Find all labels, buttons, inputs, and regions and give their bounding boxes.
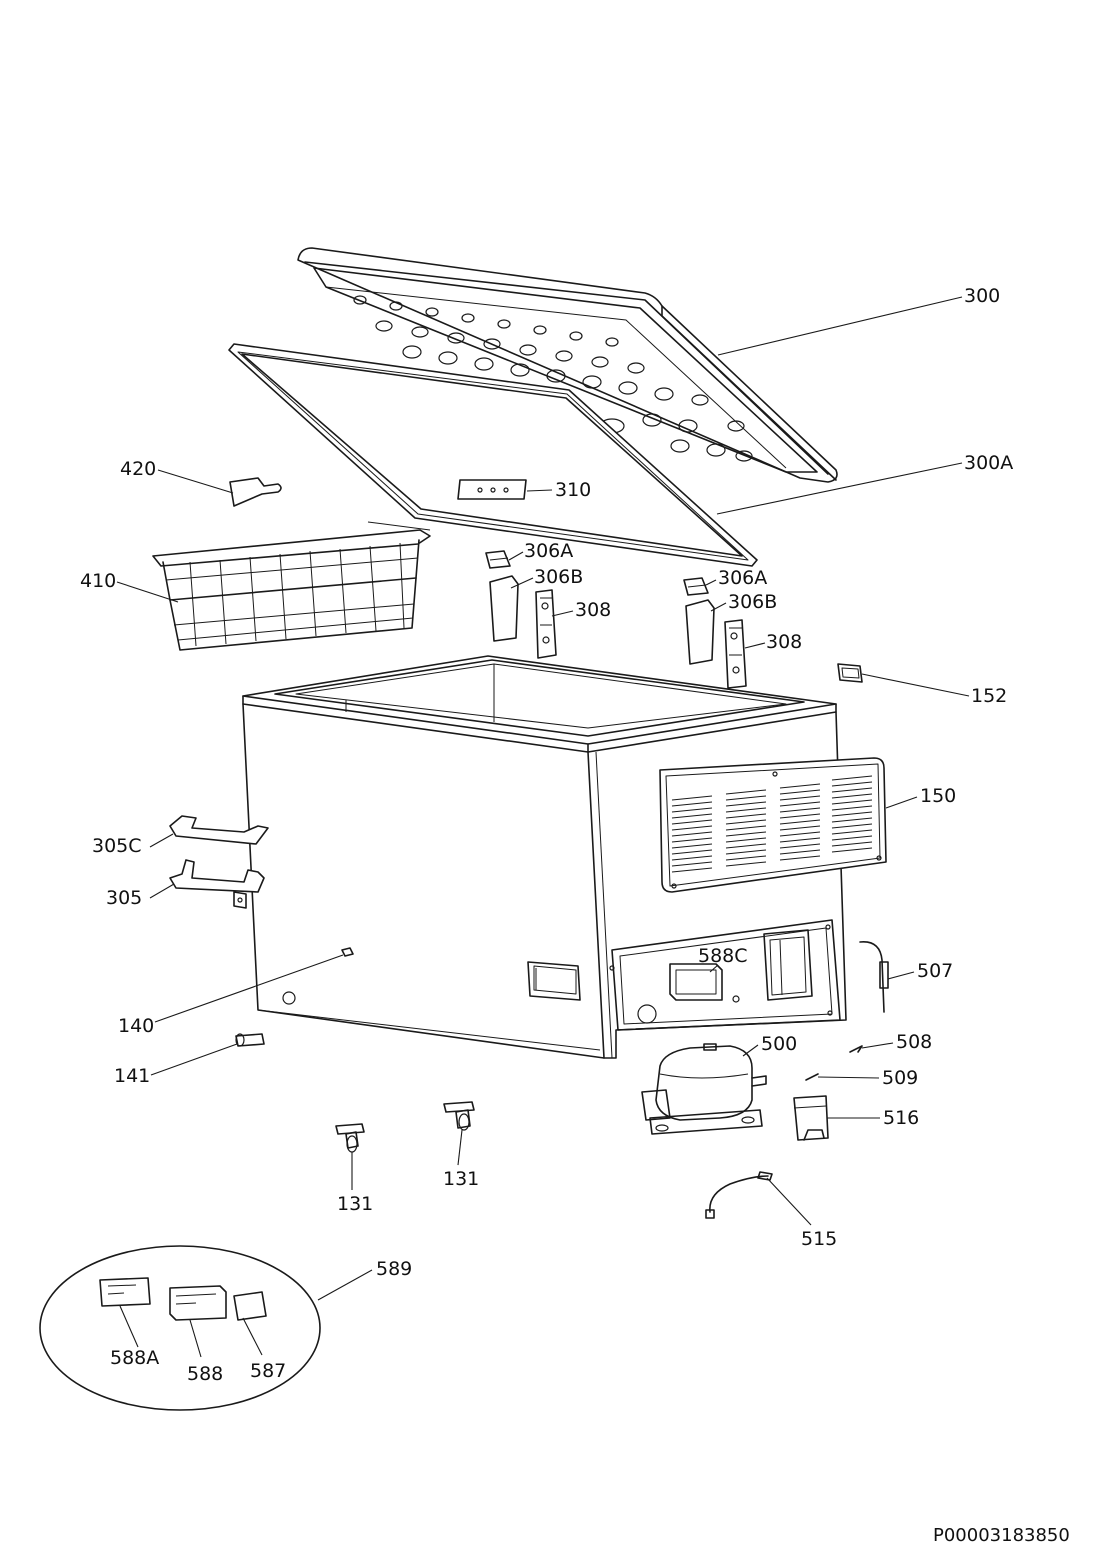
- callout-140: 140: [118, 1015, 154, 1037]
- callout-305: 305: [106, 887, 142, 909]
- ice-scraper-part: [229, 477, 282, 507]
- hinge-cover-306a-left: [485, 550, 511, 569]
- relay-516: [793, 1095, 829, 1141]
- handle-cover-305c: [169, 815, 269, 845]
- wire-basket-part: [152, 521, 431, 651]
- callout-500: 500: [761, 1033, 797, 1055]
- compressor-500: [641, 1043, 767, 1135]
- callout-141: 141: [114, 1065, 150, 1087]
- cabinet-part: [242, 655, 847, 1059]
- castor-131-right: [443, 1101, 475, 1131]
- control-box-588c: [669, 963, 723, 1001]
- hinge-cover-306b-right: [685, 599, 715, 665]
- callout-306b-right: 306B: [728, 591, 777, 613]
- callout-588: 588: [187, 1363, 223, 1385]
- callout-588c: 588C: [698, 945, 748, 967]
- capillary-507: [859, 941, 889, 1013]
- callout-306a-right: 306A: [718, 567, 767, 589]
- callout-310: 310: [555, 479, 591, 501]
- hinge-cover-306b-left: [489, 575, 519, 642]
- callout-300a: 300A: [964, 452, 1013, 474]
- cover-plate-152: [837, 663, 863, 683]
- hinge-308-left: [535, 589, 557, 659]
- service-kit-589: [39, 1245, 321, 1411]
- callout-306a-left: 306A: [524, 540, 573, 562]
- callout-588a: 588A: [110, 1347, 159, 1369]
- callout-509: 509: [882, 1067, 918, 1089]
- callout-515: 515: [801, 1228, 837, 1250]
- callout-308-left: 308: [575, 599, 611, 621]
- callout-587: 587: [250, 1360, 286, 1382]
- display-panel-part: [457, 479, 527, 500]
- callout-420: 420: [120, 458, 156, 480]
- callout-131-right: 131: [443, 1168, 479, 1190]
- hinge-308-right: [724, 619, 747, 689]
- callout-507: 507: [917, 960, 953, 982]
- document-number: P00003183850: [933, 1525, 1070, 1546]
- hinge-cover-306a-right: [683, 577, 709, 596]
- clip-508: [849, 1045, 863, 1053]
- callout-305c: 305C: [92, 835, 142, 857]
- power-cord-515: [705, 1171, 773, 1219]
- clip-509: [805, 1073, 819, 1081]
- pin-141: [235, 1033, 265, 1047]
- callout-306b-left: 306B: [534, 566, 583, 588]
- callout-300: 300: [964, 285, 1000, 307]
- leader-lines: [116, 296, 970, 1358]
- callout-410: 410: [80, 570, 116, 592]
- callout-131-left: 131: [337, 1193, 373, 1215]
- callout-152: 152: [971, 685, 1007, 707]
- callout-308-right: 308: [766, 631, 802, 653]
- callout-labels: 300 300A 420 310 410 306A 306B 308 306A …: [80, 285, 1070, 1546]
- vent-grille-150: [659, 757, 887, 893]
- handle-305: [169, 859, 265, 909]
- callout-516: 516: [883, 1107, 919, 1129]
- castor-131-left: [335, 1123, 365, 1153]
- callout-508: 508: [896, 1031, 932, 1053]
- gasket-part: [228, 343, 758, 567]
- callout-589: 589: [376, 1258, 412, 1280]
- callout-150: 150: [920, 785, 956, 807]
- compressor-bay-panel: [609, 919, 841, 1031]
